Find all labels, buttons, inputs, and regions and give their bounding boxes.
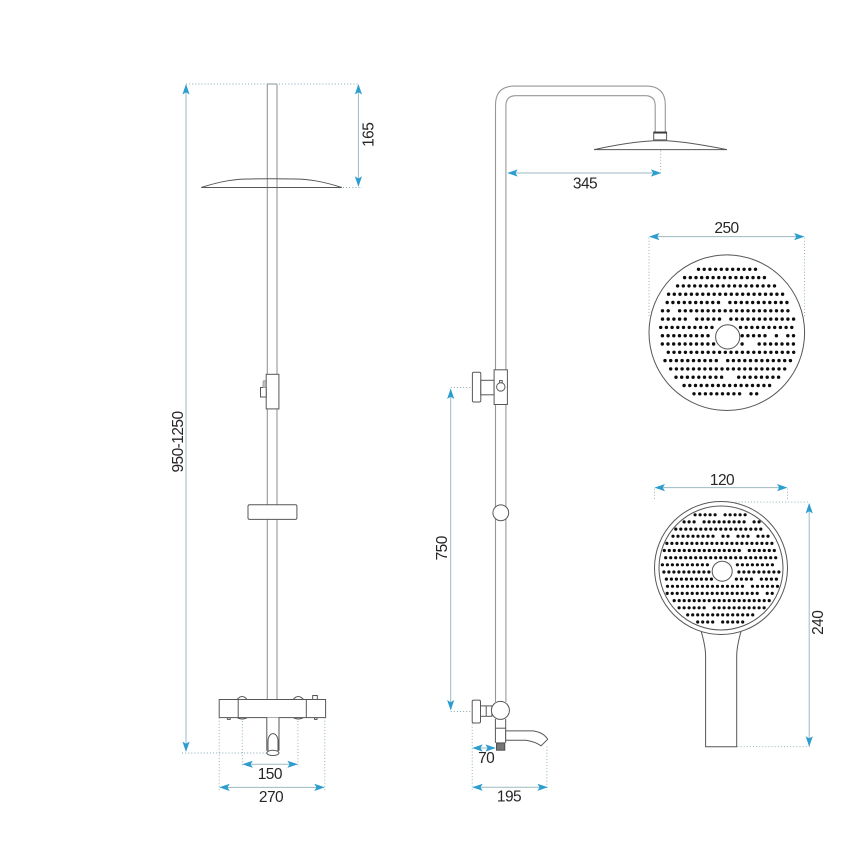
svg-text:165: 165 (361, 123, 378, 147)
svg-text:950-1250: 950-1250 (170, 411, 187, 473)
svg-text:195: 195 (497, 789, 521, 806)
svg-text:240: 240 (810, 610, 827, 635)
svg-text:70: 70 (478, 750, 495, 767)
svg-text:750: 750 (434, 535, 451, 560)
svg-text:345: 345 (573, 176, 597, 193)
svg-text:270: 270 (259, 789, 284, 806)
svg-text:250: 250 (714, 220, 739, 237)
svg-text:150: 150 (258, 766, 283, 783)
svg-text:120: 120 (710, 472, 735, 489)
